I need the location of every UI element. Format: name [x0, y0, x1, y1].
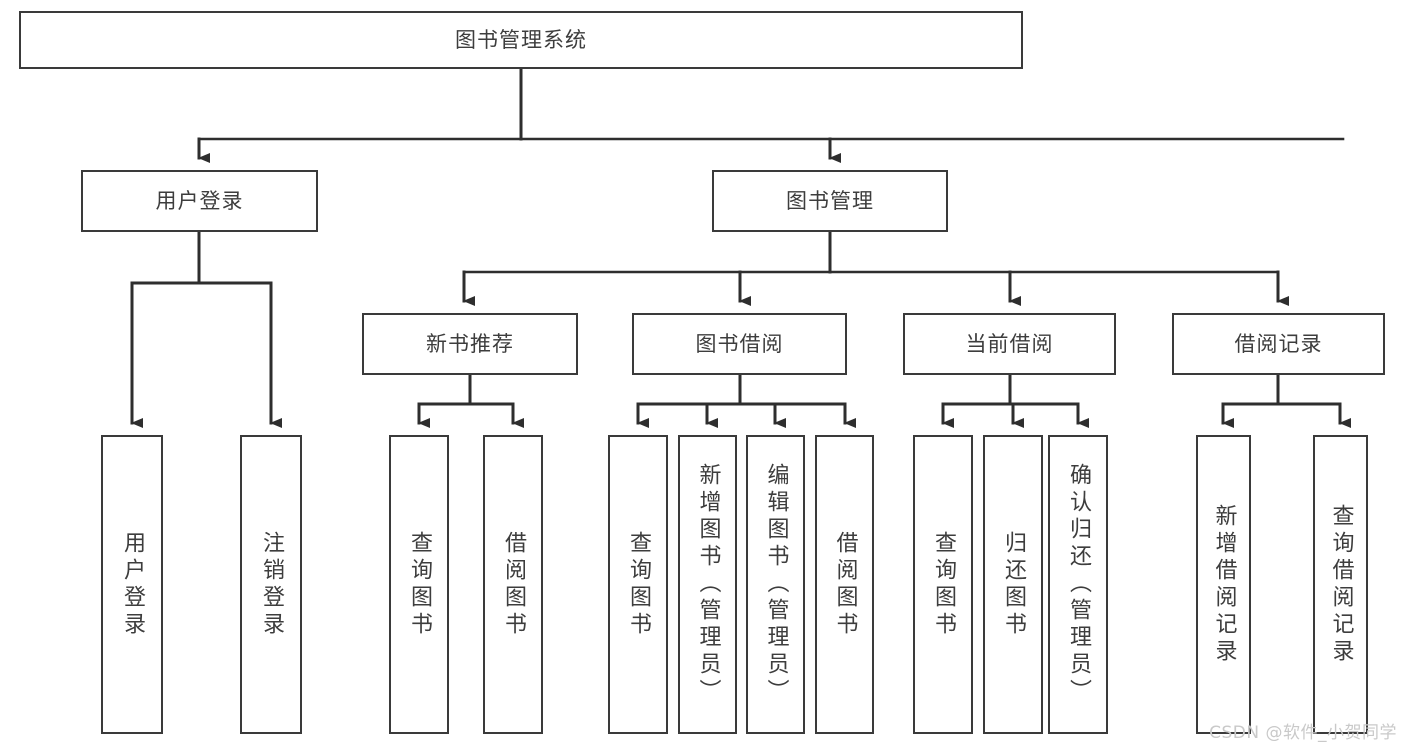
node-root-label: 图书管理系统 [455, 27, 587, 52]
leaf-logout-label: 注销登录 [259, 530, 284, 639]
node-book-borrow[interactable]: 图书借阅 [632, 313, 847, 375]
leaf-add-book-admin[interactable]: 新增图书（管理员） [678, 435, 737, 734]
leaf-edit-book-admin-label: 编辑图书（管理员） [763, 463, 789, 706]
leaf-add-borrow-record[interactable]: 新增借阅记录 [1196, 435, 1251, 734]
node-user-login[interactable]: 用户登录 [81, 170, 318, 232]
node-user-login-label: 用户登录 [155, 188, 244, 213]
leaf-user-login-label: 用户登录 [120, 530, 145, 639]
leaf-borrow-book-new-label: 借阅图书 [501, 530, 526, 639]
leaf-logout[interactable]: 注销登录 [240, 435, 302, 734]
leaf-add-borrow-record-label: 新增借阅记录 [1211, 503, 1237, 666]
leaf-query-book-borrow[interactable]: 查询图书 [608, 435, 668, 734]
node-book-management-label: 图书管理 [786, 188, 874, 213]
leaf-borrow-book-label: 借阅图书 [832, 530, 858, 639]
leaf-borrow-book[interactable]: 借阅图书 [815, 435, 874, 734]
watermark-text: CSDN @软件_小贺同学 [1209, 723, 1397, 743]
leaf-query-borrow-record-label: 查询借阅记录 [1328, 503, 1354, 666]
leaf-return-book[interactable]: 归还图书 [983, 435, 1043, 734]
leaf-add-book-admin-label: 新增图书（管理员） [695, 463, 721, 706]
leaf-query-book-new-label: 查询图书 [407, 530, 432, 639]
leaf-query-book-current-label: 查询图书 [931, 530, 956, 639]
node-borrow-records[interactable]: 借阅记录 [1172, 313, 1385, 375]
leaf-query-book-borrow-label: 查询图书 [626, 530, 651, 639]
leaf-confirm-return-admin-label: 确认归还（管理员） [1066, 463, 1091, 706]
node-book-borrow-label: 图书借阅 [695, 331, 784, 356]
node-current-borrow-label: 当前借阅 [965, 331, 1054, 356]
leaf-edit-book-admin[interactable]: 编辑图书（管理员） [746, 435, 805, 734]
node-current-borrow[interactable]: 当前借阅 [903, 313, 1116, 375]
leaf-user-login[interactable]: 用户登录 [101, 435, 163, 734]
node-borrow-records-label: 借阅记录 [1234, 331, 1323, 356]
node-new-book-recommend-label: 新书推荐 [426, 331, 514, 356]
leaf-confirm-return-admin[interactable]: 确认归还（管理员） [1048, 435, 1108, 734]
node-book-management[interactable]: 图书管理 [712, 170, 948, 232]
leaf-return-book-label: 归还图书 [1001, 530, 1026, 639]
leaf-query-book-current[interactable]: 查询图书 [913, 435, 973, 734]
leaf-borrow-book-new[interactable]: 借阅图书 [483, 435, 543, 734]
leaf-query-borrow-record[interactable]: 查询借阅记录 [1313, 435, 1368, 734]
node-new-book-recommend[interactable]: 新书推荐 [362, 313, 578, 375]
node-root[interactable]: 图书管理系统 [19, 11, 1023, 69]
leaf-query-book-new[interactable]: 查询图书 [389, 435, 449, 734]
